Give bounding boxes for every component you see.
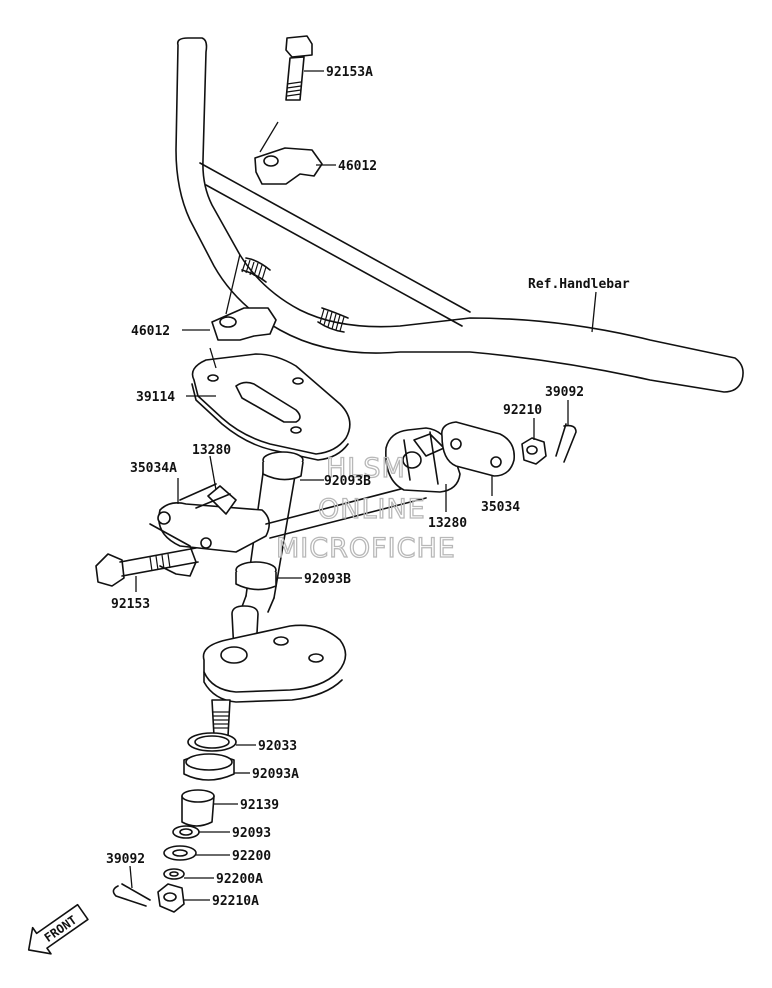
plate-35034 <box>440 421 516 477</box>
label-92210: 92210 <box>503 403 542 418</box>
label-39092-left: 39092 <box>106 852 145 867</box>
watermark-line-2: ONLINE <box>318 494 426 525</box>
label-92200: 92200 <box>232 849 271 864</box>
cotter-pin-39092-left <box>112 883 151 907</box>
label-92153A: 92153A <box>326 65 373 80</box>
label-92139: 92139 <box>240 798 279 813</box>
leader-lines <box>129 70 597 901</box>
label-92093A: 92093A <box>252 767 299 782</box>
watermark-line-1: HLSM <box>326 453 406 484</box>
watermark-line-3: MICROFICHE <box>276 533 456 564</box>
spindle-arm <box>202 624 347 737</box>
label-13280-left: 13280 <box>192 443 231 458</box>
label-13280-right: 13280 <box>428 516 467 531</box>
label-92093B-lower: 92093B <box>304 572 351 587</box>
label-35034A: 35034A <box>130 461 177 476</box>
label-92200A: 92200A <box>216 872 263 887</box>
label-35034: 35034 <box>481 500 520 515</box>
holder-46012-upper <box>254 147 323 185</box>
bolt-92153 <box>95 547 199 587</box>
handlebar <box>175 37 744 393</box>
label-39092-right: 39092 <box>545 385 584 400</box>
label-92093B-upper: 92093B <box>324 474 371 489</box>
front-arrow: FRONT <box>27 903 89 955</box>
label-ref-handlebar: Ref.Handlebar <box>528 277 630 292</box>
label-92033: 92033 <box>258 739 297 754</box>
plate-39114 <box>191 353 351 461</box>
label-46012-bottom: 46012 <box>131 324 170 339</box>
label-39114: 39114 <box>136 390 175 405</box>
bolt-92153A <box>285 35 313 101</box>
label-92210A: 92210A <box>212 894 259 909</box>
bearing-stack <box>157 732 237 913</box>
label-92093: 92093 <box>232 826 271 841</box>
label-92153: 92153 <box>111 597 150 612</box>
holder-46012-lower <box>211 307 277 341</box>
tie-rod-left <box>149 483 427 577</box>
steering-shaft <box>231 451 304 653</box>
callout-labels: 92153A 46012 Ref.Handlebar 46012 39114 3… <box>106 65 630 909</box>
tie-rod-right <box>385 427 461 493</box>
cotter-pin-39092-right <box>555 423 577 463</box>
nut-92210 <box>521 437 547 465</box>
watermark: HLSM ONLINE MICROFICHE <box>275 452 456 564</box>
label-46012-top: 46012 <box>338 159 377 174</box>
